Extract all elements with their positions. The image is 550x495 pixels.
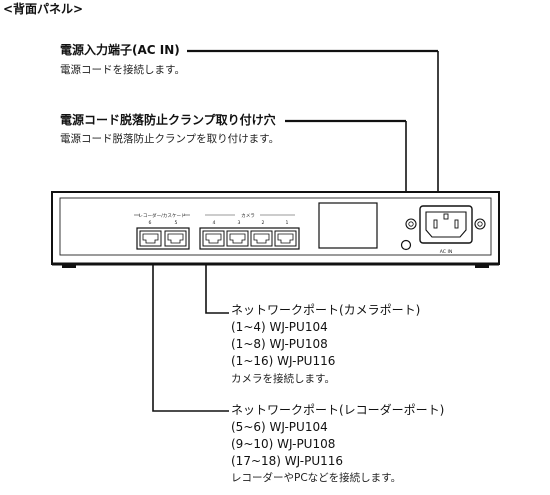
section-title: <背面パネル> — [3, 2, 84, 16]
power-input-title: 電源入力端子(AC IN) — [60, 43, 180, 57]
clamp-hole-desc: 電源コード脱落防止クランプを取り付けます。 — [60, 133, 280, 145]
recorder-port-number: 5 — [175, 220, 178, 226]
clamp-hole-icon — [400, 239, 412, 251]
recorder-ports-desc: レコーダーやPCなどを接続します。 — [231, 472, 402, 484]
recorder-ports-model-1: (5~6) WJ-PU104 — [231, 420, 328, 434]
camera-ports-leader-line — [205, 248, 229, 314]
camera-port-number: 3 — [238, 220, 241, 226]
recorder-ports-title: ネットワークポート(レコーダーポート) — [231, 403, 445, 417]
rj45-port-icon — [139, 230, 162, 247]
camera-ports-model-1: (1~4) WJ-PU104 — [231, 320, 328, 334]
recorder-port-number: 6 — [149, 220, 152, 226]
rj45-port-icon — [164, 230, 187, 247]
camera-port-number: 1 — [286, 220, 289, 226]
rj45-port-icon — [202, 230, 225, 247]
camera-port-group: カメラ 4 3 2 1 — [199, 213, 300, 250]
power-input-desc: 電源コードを接続します。 — [60, 64, 185, 76]
camera-ports-model-3: (1~16) WJ-PU116 — [231, 354, 336, 368]
camera-ports-title: ネットワークポート(カメラポート) — [231, 303, 421, 317]
clamp-hole-title: 電源コード脱落防止クランプ取り付け穴 — [60, 113, 276, 127]
recorder-ports-model-2: (9~10) WJ-PU108 — [231, 437, 336, 451]
rj45-port-icon — [274, 230, 297, 247]
blank-plate — [318, 202, 378, 249]
camera-port-number: 4 — [213, 220, 216, 226]
rj45-port-icon — [250, 230, 273, 247]
camera-ports-desc: カメラを接続します。 — [231, 373, 335, 385]
camera-group-label: カメラ — [241, 213, 255, 219]
recorder-group-label: レコーダー/カスケード — [138, 212, 186, 219]
recorder-ports-leader-line — [152, 248, 229, 412]
camera-port-number: 2 — [262, 220, 265, 226]
ac-inlet-icon — [405, 205, 486, 244]
camera-ports-model-2: (1~8) WJ-PU108 — [231, 337, 328, 351]
rj45-port-icon — [226, 230, 249, 247]
recorder-ports-model-3: (17~18) WJ-PU116 — [231, 454, 344, 468]
recorder-port-group: レコーダー/カスケード 6 5 — [134, 212, 190, 250]
ac-in-label: AC IN — [440, 249, 453, 255]
